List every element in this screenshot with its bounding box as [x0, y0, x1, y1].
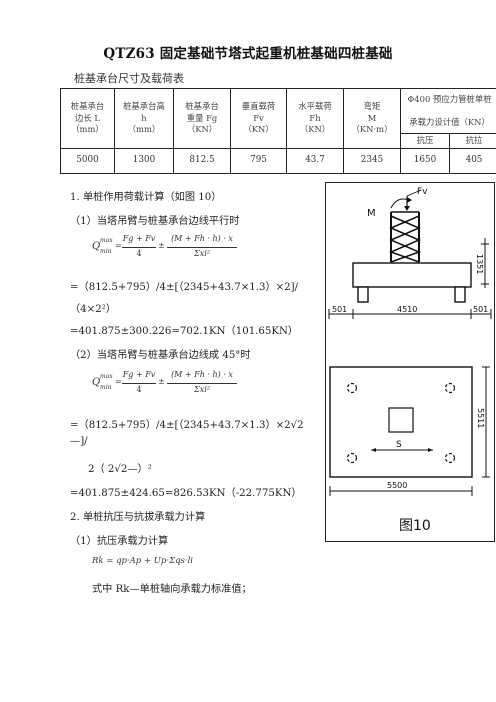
formula-num-2: (M + Fh · h) · x [171, 234, 233, 243]
section-2-heading: 2. 单桩抗压与抗拔承载力计算 [70, 512, 206, 523]
pile-foundation-figure: Fv M 1351 501 4510 501 S [325, 182, 495, 542]
value-cell-moment: 2345 [343, 148, 401, 174]
tower-mast [388, 211, 422, 263]
header-cell-pile-capacity: Φ400 预应力管桩单桩承载力设计值（KN） [399, 88, 496, 134]
section-2-case-1: （1）抗压承载力计算 [70, 536, 169, 547]
value-cell-weight: 812.5 [173, 148, 231, 174]
pile-plan-bottom-right [444, 452, 456, 464]
pile-cap-elevation [352, 262, 472, 288]
page-title: QTZ63 固定基础节塔式起重机桩基础四桩基础 [103, 46, 393, 62]
pile-plan-top-left [346, 382, 358, 394]
pile-left [357, 286, 369, 303]
header-cell-weight: 桩基承台重量 Fg（KN） [173, 88, 231, 149]
pile-load-formula-2: Q max min = Fg + Fv 4 ± (M + Fh · h) · x… [92, 368, 242, 402]
definition-rk: 式中 Rk—单桩轴向承载力标准值； [92, 584, 252, 595]
value-cell-tension: 405 [448, 148, 496, 174]
section-1-heading: 1. 单桩作用荷载计算（如图 10） [70, 192, 222, 203]
formula-2-result: =401.875±424.65=826.53KN（-22.775KN） [70, 488, 302, 499]
section-1-case-2: （2）当塔吊臂与桩基承台边线成 45°时 [70, 350, 251, 361]
table-caption: 桩基承台尺寸及载荷表 [74, 72, 184, 85]
formula-2-calculation-cont: —]/ [70, 436, 88, 447]
formula-den-1: 4 [136, 249, 142, 258]
formula-1-calculation-cont: （4×2²） [70, 304, 116, 315]
formula-den-2: Σxi² [194, 249, 210, 258]
m-label: M [367, 208, 376, 219]
value-cell-height: 1300 [114, 148, 174, 174]
dim-cap-height: 1351 [475, 254, 484, 274]
dim-right-edge: 501 [473, 305, 488, 314]
value-cell-horizontal-load: 43.7 [286, 148, 344, 174]
s-label: S [396, 440, 402, 450]
figure-frame [325, 182, 495, 542]
formula-sup: max [100, 237, 113, 244]
dim-pile-spacing: 4510 [397, 305, 417, 314]
dim-plan-height: 5511 [476, 408, 485, 428]
header-cell-compression: 抗压 [400, 133, 450, 149]
formula-2-denominator: 2（ 2√2—）² [88, 464, 152, 475]
formula-2-calculation: =（812.5+795）/4±[（2345+43.7×1.3）×2√2 [70, 420, 304, 431]
pile-load-formula-1: Q max min = Fg + Fv 4 ± (M + Fh · h) · x… [92, 232, 242, 266]
mast-footprint [388, 407, 414, 433]
header-cell-length: 桩基承台边长 L（mm） [60, 88, 115, 149]
value-cell-length: 5000 [60, 148, 115, 174]
bearing-capacity-formula: Rk = qp·Ap + Up·Σqs·li [92, 556, 194, 566]
dim-left-edge: 501 [332, 305, 347, 314]
formula-num-1: Fg + Fv [122, 234, 156, 243]
section-1-case-1: （1）当塔吊臂与桩基承台边线平行时 [70, 216, 240, 227]
formula-1-calculation: =（812.5+795）/4±[（2345+43.7×1.3）×2]/ [70, 282, 299, 293]
formula-sub: min [100, 248, 112, 255]
figure-caption: 图10 [399, 518, 431, 534]
pile-plan-top-right [444, 382, 456, 394]
pile-right [454, 286, 466, 303]
dim-plan-width: 5500 [387, 481, 407, 490]
formula-1-result: =401.875±300.226=702.1KN（101.65KN） [70, 326, 299, 337]
value-cell-compression: 1650 [400, 148, 450, 174]
fv-label: Fv [417, 187, 428, 197]
formula-q: Q [92, 241, 101, 252]
header-cell-tension: 抗拉 [448, 133, 496, 149]
pile-plan-bottom-left [346, 452, 358, 464]
value-cell-vertical-load: 795 [230, 148, 287, 174]
